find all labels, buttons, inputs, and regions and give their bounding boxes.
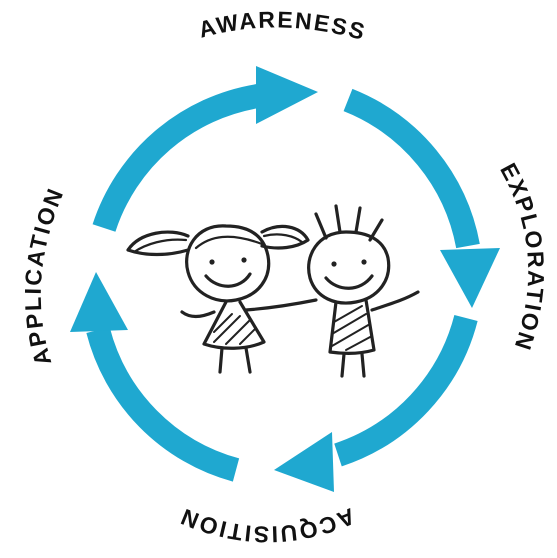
girl-figure xyxy=(126,224,318,374)
arc-bottom-right xyxy=(334,314,478,467)
arrow-awareness-to-exploration xyxy=(343,88,500,308)
label-acquisition: ACQUISITION xyxy=(175,503,358,548)
arrowhead-top xyxy=(256,66,318,124)
label-acquisition-text: ACQUISITION xyxy=(175,503,356,548)
label-awareness-text: AWARENESS xyxy=(196,6,367,45)
arc-top-right xyxy=(343,88,480,249)
arrow-application-to-awareness xyxy=(92,66,318,232)
cycle-arrows xyxy=(70,66,500,492)
arrowhead-bottom xyxy=(274,432,334,492)
label-awareness: AWARENESS xyxy=(196,6,369,45)
label-application-text: APPLICATION xyxy=(20,183,67,368)
arrow-acquisition-to-application xyxy=(70,272,240,482)
arrow-exploration-to-acquisition xyxy=(274,314,478,492)
two-kids-holding-hands-icon xyxy=(126,204,420,378)
label-exploration: EXPLORATION xyxy=(495,159,549,355)
label-exploration-text: EXPLORATION xyxy=(495,159,547,355)
arc-top-left xyxy=(92,84,261,232)
arc-bottom-left xyxy=(86,326,240,482)
label-application: APPLICATION xyxy=(20,183,69,368)
arrowhead-left xyxy=(70,272,128,332)
arrowhead-right xyxy=(440,248,500,308)
boy-figure xyxy=(307,204,420,378)
